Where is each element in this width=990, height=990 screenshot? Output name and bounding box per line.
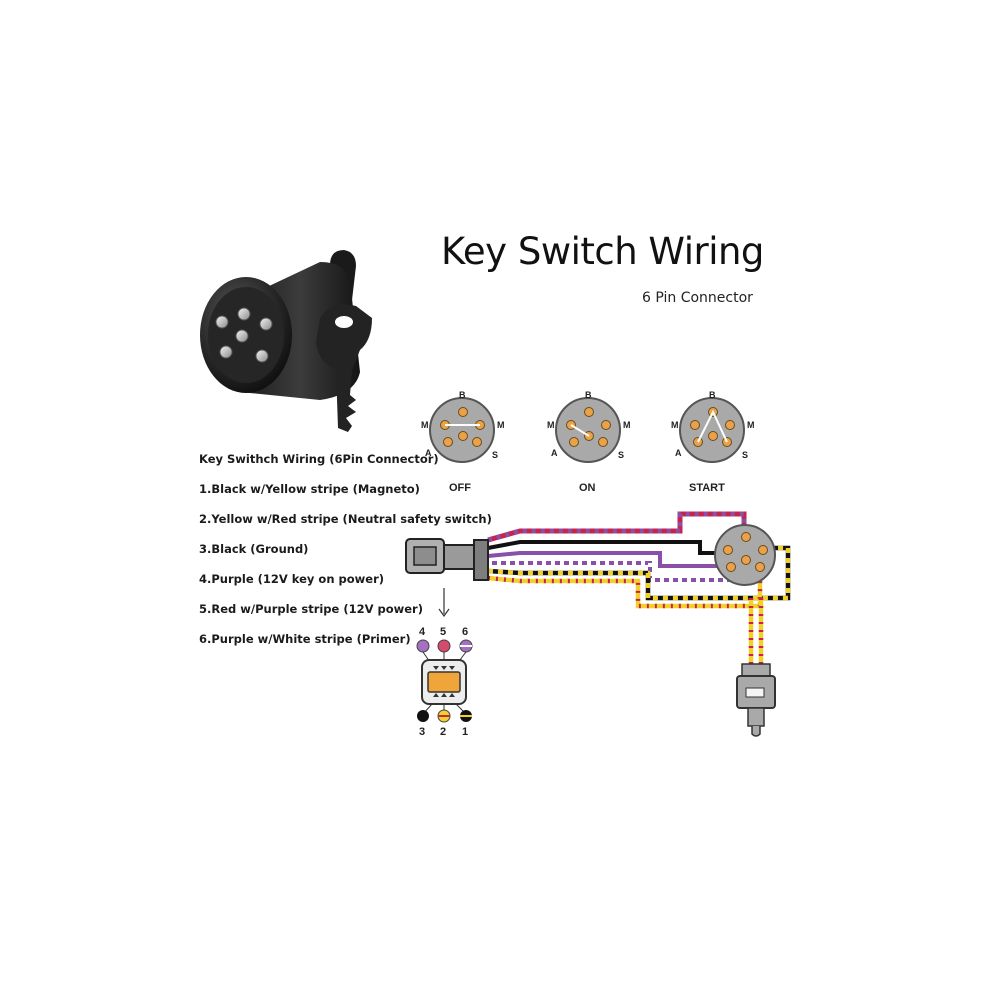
off-pin-m-left: M xyxy=(421,420,429,430)
wire-harness xyxy=(487,511,791,668)
on-pin-a: A xyxy=(551,448,558,458)
pin-diagram-on xyxy=(555,397,621,463)
start-pin-m-left: M xyxy=(671,420,679,430)
legend-item-1: 1.Black w/Yellow stripe (Magneto) xyxy=(199,482,420,496)
off-pin-m-right: M xyxy=(497,420,505,430)
key-switch-illustration xyxy=(200,250,372,432)
plug-pin-4: 4 xyxy=(419,626,426,638)
pin-diagram-start xyxy=(679,397,745,463)
position-off-label: OFF xyxy=(449,482,471,494)
plug-pin-2: 2 xyxy=(440,726,446,738)
harness-connector xyxy=(405,538,489,581)
start-pin-b: B xyxy=(709,390,716,400)
legend-item-3: 3.Black (Ground) xyxy=(199,542,309,556)
wiring-legend: Key Swithch Wiring (6Pin Connector) 1.Bl… xyxy=(199,452,492,662)
switch-rear-view xyxy=(714,524,776,586)
position-start-label: START xyxy=(689,482,725,494)
position-on-label: ON xyxy=(579,482,596,494)
plug-pin-3: 3 xyxy=(419,726,425,738)
legend-item-6: 6.Purple w/White stripe (Primer) xyxy=(199,632,411,646)
diagram-subtitle: 6 Pin Connector xyxy=(642,290,753,306)
off-pin-b: B xyxy=(459,390,466,400)
off-pin-a: A xyxy=(425,448,432,458)
pin-diagram-off xyxy=(429,397,495,463)
on-pin-m-right: M xyxy=(623,420,631,430)
start-pin-a: A xyxy=(675,448,682,458)
on-pin-s: S xyxy=(618,450,624,460)
legend-item-2: 2.Yellow w/Red stripe (Neutral safety sw… xyxy=(199,512,492,526)
plug-pinout xyxy=(416,639,473,723)
off-pin-s: S xyxy=(492,450,498,460)
legend-item-4: 4.Purple (12V key on power) xyxy=(199,572,385,586)
diagram-title: Key Switch Wiring xyxy=(441,230,764,273)
plug-pin-1: 1 xyxy=(462,726,468,738)
legend-item-5: 5.Red w/Purple stripe (12V power) xyxy=(199,602,423,616)
down-arrow-icon xyxy=(438,588,450,618)
plug-pin-5: 5 xyxy=(440,626,446,638)
on-pin-m-left: M xyxy=(547,420,555,430)
neutral-safety-switch xyxy=(736,663,776,737)
start-pin-m-right: M xyxy=(747,420,755,430)
start-pin-s: S xyxy=(742,450,748,460)
plug-pin-6: 6 xyxy=(462,626,468,638)
on-pin-b: B xyxy=(585,390,592,400)
legend-heading: Key Swithch Wiring (6Pin Connector) xyxy=(199,452,439,466)
